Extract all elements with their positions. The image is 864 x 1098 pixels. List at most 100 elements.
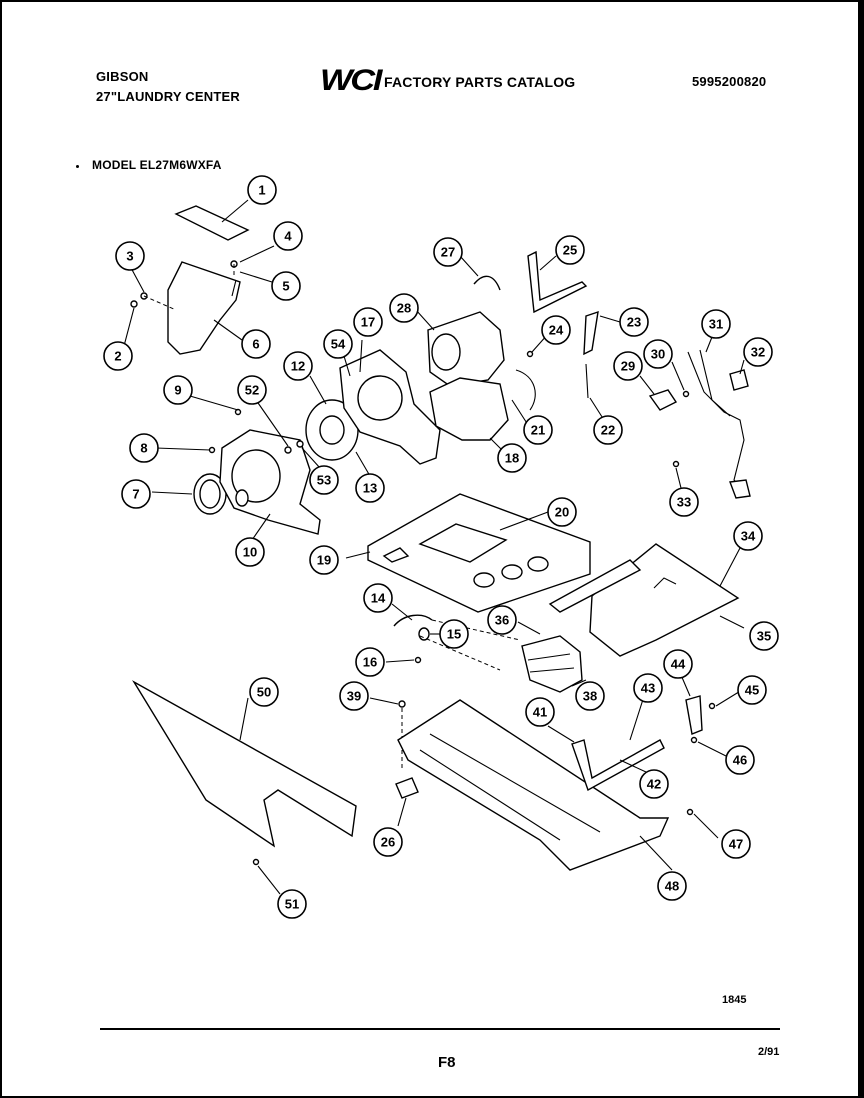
callout-circle — [619, 307, 649, 337]
callout-21: 21 — [523, 415, 553, 445]
callout-label: 31 — [709, 317, 723, 332]
callout-35: 35 — [749, 621, 779, 651]
callout-26: 26 — [373, 827, 403, 857]
callout-label: 36 — [495, 613, 509, 628]
callout-14: 14 — [363, 583, 393, 613]
callout-19: 19 — [309, 545, 339, 575]
callout-label: 17 — [361, 315, 375, 330]
callout-6: 6 — [241, 329, 271, 359]
callout-circle — [309, 545, 339, 575]
callout-label: 39 — [347, 689, 361, 704]
part-terminal-block — [648, 389, 678, 411]
callout-20: 20 — [547, 497, 577, 527]
callout-label: 19 — [317, 553, 331, 568]
part-lint-duct — [167, 261, 241, 355]
callout-label: 29 — [621, 359, 635, 374]
callout-54: 54 — [323, 329, 353, 359]
callout-circle — [389, 293, 419, 323]
callout-label: 15 — [447, 627, 461, 642]
callout-16: 16 — [355, 647, 385, 677]
brand-name: GIBSON — [96, 69, 149, 84]
callout-52: 52 — [237, 375, 267, 405]
callout-circle — [309, 465, 339, 495]
callout-label: 8 — [140, 441, 147, 456]
callout-circle — [643, 339, 673, 369]
part-wire-clip — [393, 614, 433, 627]
callout-31: 31 — [701, 309, 731, 339]
callout-circle — [701, 309, 731, 339]
part-rail — [571, 739, 665, 792]
callout-3: 3 — [115, 241, 145, 271]
callout-circle — [613, 351, 643, 381]
callout-9: 9 — [163, 375, 193, 405]
callout-label: 47 — [729, 837, 743, 852]
callout-45: 45 — [737, 675, 767, 705]
callout-circle — [439, 619, 469, 649]
revision-date: 2/91 — [758, 1046, 780, 1058]
callout-circle — [737, 675, 767, 705]
part-switch — [395, 777, 419, 799]
callout-label: 20 — [555, 505, 569, 520]
callout-label: 5 — [282, 279, 289, 294]
callout-circle — [353, 307, 383, 337]
callout-circle — [575, 681, 605, 711]
callout-25: 25 — [555, 235, 585, 265]
part-idler-arm — [583, 310, 599, 356]
part-condenser-fan — [521, 635, 583, 693]
callout-circle — [525, 697, 555, 727]
callout-22: 22 — [593, 415, 623, 445]
callout-29: 29 — [613, 351, 643, 381]
callout-7: 7 — [121, 479, 151, 509]
callout-circle — [277, 889, 307, 919]
callout-label: 43 — [641, 681, 655, 696]
callout-label: 6 — [252, 337, 259, 352]
callout-label: 41 — [533, 705, 547, 720]
callout-38: 38 — [575, 681, 605, 711]
callout-label: 26 — [381, 835, 395, 850]
callout-label: 13 — [363, 481, 377, 496]
diagram-code: 1845 — [722, 994, 747, 1006]
callout-circle — [273, 221, 303, 251]
callout-51: 51 — [277, 889, 307, 919]
callout-label: 54 — [331, 337, 346, 352]
callout-label: 14 — [371, 591, 386, 606]
callout-10: 10 — [235, 537, 265, 567]
callout-circle — [103, 341, 133, 371]
callout-2: 2 — [103, 341, 133, 371]
callout-circle — [547, 497, 577, 527]
callout-circle — [433, 237, 463, 267]
callout-28: 28 — [389, 293, 419, 323]
part-cover-panel — [589, 543, 740, 657]
callout-label: 1 — [258, 183, 265, 198]
callout-circle — [497, 443, 527, 473]
callout-label: 42 — [647, 777, 661, 792]
callout-label: 7 — [132, 487, 139, 502]
callout-label: 21 — [531, 423, 545, 438]
callout-36: 36 — [487, 605, 517, 635]
callout-circle — [283, 351, 313, 381]
callout-46: 46 — [725, 745, 755, 775]
part-drive-belt — [527, 250, 588, 314]
callout-circle — [355, 647, 385, 677]
callout-label: 38 — [583, 689, 597, 704]
callout-label: 9 — [174, 383, 181, 398]
part-access-panel — [132, 680, 357, 848]
callout-44: 44 — [663, 649, 693, 679]
callout-circle — [663, 649, 693, 679]
callout-circle — [249, 677, 279, 707]
callout-24: 24 — [541, 315, 571, 345]
callout-label: 46 — [733, 753, 747, 768]
callout-circle — [657, 871, 687, 901]
callout-circle — [733, 521, 763, 551]
callout-circle — [639, 769, 669, 799]
callout-17: 17 — [353, 307, 383, 337]
callout-27: 27 — [433, 237, 463, 267]
callout-53: 53 — [309, 465, 339, 495]
callout-circle — [743, 337, 773, 367]
callout-circle — [339, 681, 369, 711]
catalog-title: FACTORY PARTS CATALOG — [384, 74, 576, 90]
callout-label: 52 — [245, 383, 259, 398]
callout-circle — [235, 537, 265, 567]
callout-circle — [237, 375, 267, 405]
